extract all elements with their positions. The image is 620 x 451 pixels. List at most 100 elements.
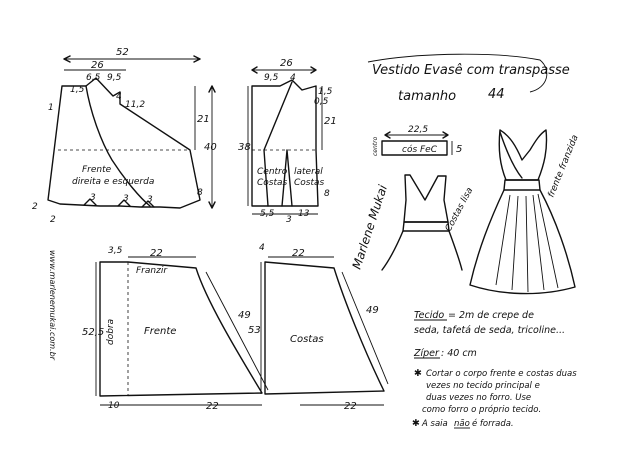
bodice-front-dart-b: 3 [123,194,129,204]
dress-sketch-back: Costas lisa Marlene Mukai [350,174,475,271]
bodice-back-small-height: 8 [324,189,330,199]
cut-bullet: ✱ [414,368,422,379]
bodice-back-right-small: 0,5 [314,97,329,107]
bodice-front-marker-left: 1 [48,103,54,113]
bodice-front-slope: 11,2 [125,100,145,110]
skirt-front-label: Frente [144,326,176,337]
bodice-back-center-label: Centro [257,167,288,177]
bodice-front-full-arrows [208,85,216,209]
bodice-front-dart-c: 3 [147,195,153,205]
bodice-back-neck-b: 4 [290,73,296,83]
skirt-front-outline [99,261,263,397]
bodice-back-side-label-sub: Costas [294,178,325,188]
bodice-back-neck-a: 9,5 [264,73,279,83]
bodice-front-label: Frente [82,165,112,175]
bodice-front-pattern: 52 26 6,5 9,5 1,5 4 11,2 3 3 3 1 21 40 8… [32,47,217,225]
title-block: Vestido Evasê com transpasse tamanho 44 [367,53,570,104]
signature: Marlene Mukai [350,183,391,271]
bodice-front-hem-tick: 2 [50,215,56,225]
bodice-back-top-right: 1,5 [318,87,333,97]
skirt-front-side-line [205,271,269,391]
zipper-value: : 40 cm [441,348,477,359]
size-value: 44 [488,87,505,102]
website-watermark: www.marlenemukai.com.br [48,250,57,361]
bodice-front-neck-b: 9,5 [107,73,122,83]
lining-not: não [454,419,470,429]
bodice-back-dart-value: 3 [286,215,292,225]
bodice-back-side-height: 21 [324,116,337,127]
bodice-back-side-label: lateral [294,167,323,177]
skirt-back-bottom-right: 22 [344,401,357,412]
front-bodice-sketch [498,129,548,181]
bodice-front-darts [83,198,155,208]
bodice-front-half-width: 26 [91,60,104,71]
front-sketch-label: frente franzida [547,134,581,199]
bodice-back-width-arrows [251,66,317,74]
back-skirt-sketch [381,230,463,271]
front-skirt-folds [495,193,559,293]
waistband-label: cós FeC [402,144,438,155]
pattern-title: Vestido Evasê com transpasse [372,63,570,78]
title-underline [367,53,548,93]
skirt-back-side: 49 [366,305,379,316]
bodice-front-side-height: 21 [197,114,210,125]
skirt-front-fold-label: dobra [106,319,116,345]
skirt-back-pattern: 4 22 53 Costas 49 22 [248,243,389,412]
skirt-front-height: 52,5 [82,327,104,338]
lining-bullet: ✱ [412,418,420,429]
zipper-label: Zíper [413,348,440,359]
dress-sketch-front: frente franzida [469,129,581,295]
skirt-back-top-offset: 4 [259,243,265,253]
waistband-height: 5 [456,144,462,155]
bodice-back-dart [281,149,293,207]
front-wrap-sketch [499,131,523,179]
bodice-front-top-left: 1,5 [70,85,85,95]
waistband-rect [381,140,448,156]
skirt-back-height: 53 [248,325,261,336]
skirt-front-pattern: 3,5 22 Franzir 52,5 dobra Frente 49 10 2… [82,246,269,412]
back-bodice-sketch [403,174,449,223]
skirt-front-bottom-right: 22 [206,401,219,412]
bodice-front-small-height: 8 [197,188,203,198]
skirt-back-label: Costas [290,334,324,345]
bodice-front-wrap-line [85,85,151,207]
front-skirt-sketch [469,189,576,295]
waistband-pattern: 22,5 cós FeC centro 5 [372,125,462,156]
skirt-front-bottom-left: 10 [108,401,120,411]
waistband-side-label: centro [372,136,379,156]
skirt-back-top-width: 22 [292,248,305,259]
bodice-front-full-height: 40 [204,142,217,153]
back-waist-sketch [402,221,450,232]
cut-line1: Cortar o corpo frente e costas duas [426,369,577,379]
lining-prefix: A saia [421,419,448,429]
skirt-front-top-width: 22 [150,248,163,259]
bodice-front-width: 52 [116,47,129,58]
fabric-line1: = 2m de crepe de [448,310,534,321]
back-sketch-label: Costas lisa [444,186,475,233]
bodice-front-dart-a: 3 [90,193,96,203]
skirt-front-top-offset: 3,5 [108,246,123,256]
bodice-back-outline [251,79,319,207]
fabric-label: Tecido [414,310,444,321]
fabric-line2: seda, tafetá de seda, tricoline... [414,325,565,336]
waistband-length-arrows [384,131,449,139]
skirt-back-side-line [341,271,389,385]
bodice-back-bottom-a: 5,5 [260,209,275,219]
size-label: tamanho [398,89,456,104]
bodice-front-hem-left: 2 [32,202,38,212]
bodice-front-width-arrows [63,55,201,63]
cut-line4: como forro o próprio tecido. [422,404,541,415]
bodice-back-center-label-sub: Costas [257,178,288,188]
bodice-back-bottom-b: 13 [298,209,310,219]
skirt-back-outline [264,261,385,395]
bodice-back-width: 26 [280,58,293,69]
cut-line3: duas vezes no forro. Use [426,393,531,403]
waistband-length: 22,5 [408,125,428,135]
bodice-front-label-sub: direita e esquerda [72,177,154,187]
bodice-front-neck-a: 6,5 [86,73,101,83]
bodice-back-pattern: 26 9,5 4 1,5 0,5 38 21 8 Centro Costas l… [238,58,337,225]
bodice-front-outline [47,77,201,209]
cut-line2: vezes no tecido principal e [426,381,540,391]
